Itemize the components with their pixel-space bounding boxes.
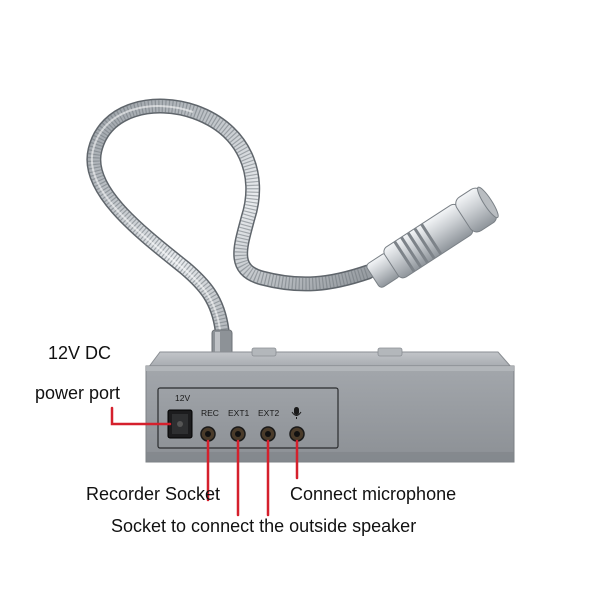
- rec-port-label: REC: [201, 408, 219, 418]
- power-port-label-line2: power port: [35, 383, 121, 403]
- dc-power-jack-icon: [167, 409, 193, 439]
- microphone-icon: [291, 407, 302, 419]
- ext2-port-label: EXT2: [258, 408, 280, 418]
- microphone-head: [366, 186, 499, 288]
- recorder-socket-label: Recorder Socket: [86, 484, 221, 504]
- gooseneck-base: [211, 329, 233, 359]
- device-body: [145, 347, 515, 463]
- power-port-pointer: [110, 406, 172, 426]
- outside-speaker-label: Socket to connect the outside speaker: [111, 516, 417, 536]
- pointer-lines: [110, 406, 299, 517]
- connect-microphone-label: Connect microphone: [290, 484, 457, 504]
- dc-port-label: 12V: [175, 393, 190, 403]
- power-port-label-line1: 12V DC: [48, 343, 112, 363]
- gooseneck: [86, 98, 376, 338]
- ext1-port-label: EXT1: [228, 408, 250, 418]
